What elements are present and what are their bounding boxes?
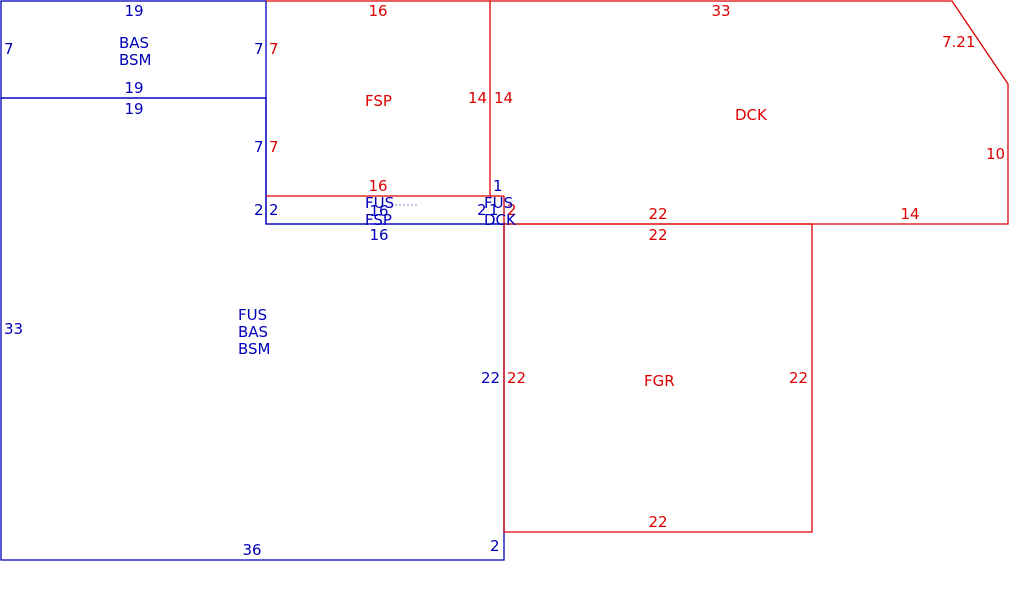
dim-fus-main-left: 33 [4, 320, 23, 338]
dim-fgr-left: 22 [507, 369, 526, 387]
dim-dck-top: 33 [711, 2, 730, 20]
dim-fgr-bottom: 22 [648, 513, 667, 531]
area-dck: DCK [735, 106, 768, 124]
area-fus-bas-bsm-line2: BAS [238, 323, 268, 341]
dim-fus-main-bottom: 36 [242, 541, 261, 559]
dim-fus-main-upper-right: 7 [254, 138, 264, 156]
area-fus-dck-line1: FUS [484, 194, 513, 212]
dim-fsp-top: 16 [368, 2, 387, 20]
area-labels: BAS BSM FSP DCK FUS FSP FUS DCK FUS BAS … [119, 34, 768, 390]
dim-fus-main-top: 19 [124, 100, 143, 118]
dim-fsp-left-upper: 7 [269, 40, 279, 58]
dim-dck-bottom-left: 22 [648, 205, 667, 223]
dim-fus-dck-left: 1 [489, 201, 499, 219]
red-outlines [266, 0, 1009, 533]
dim-fsp-right: 14 [468, 89, 487, 107]
red-dimensions: 16 7 7 14 16 14 33 7.21 10 2 22 14 22 22… [269, 2, 1005, 531]
dim-fgr-right: 22 [789, 369, 808, 387]
area-bas-bsm-top-line2: BSM [119, 51, 152, 69]
dim-dck-left: 14 [494, 89, 513, 107]
dim-fus-main-step-right: 2 [254, 201, 264, 219]
dim-dck-diag: 7.21 [942, 33, 975, 51]
blue-outlines [0, 0, 505, 561]
dim-dck-right: 10 [986, 145, 1005, 163]
area-fgr: FGR [644, 372, 675, 390]
dim-bas-top: 19 [124, 2, 143, 20]
area-fus-fsp-line1: FUS [365, 194, 394, 212]
area-fus-dck-line2: DCK [484, 211, 517, 229]
blue-dimensions: 19 7 7 19 19 7 2 2 16 16 2 1 1 33 22 36 … [4, 2, 503, 559]
dim-fus-fsp-inner: 16 [369, 202, 388, 220]
area-fus-bas-bsm-line1: FUS [238, 306, 267, 324]
dim-fus-fsp-left: 2 [269, 201, 279, 219]
area-fsp: FSP [365, 92, 392, 110]
dim-fus-main-corner: 2 [490, 537, 500, 555]
fsp-outline [266, 0, 491, 197]
fgr-outline [503, 223, 813, 533]
dim-fgr-top: 22 [648, 226, 667, 244]
dim-dck-bottom-right: 14 [900, 205, 919, 223]
area-fus-fsp-line2: FSP [365, 211, 392, 229]
dck-outline [490, 0, 1009, 225]
dim-bas-left: 7 [4, 40, 14, 58]
dim-bas-bottom: 19 [124, 79, 143, 97]
dim-fus-dck-red: 2 [507, 201, 517, 219]
dim-fus-dck-top: 1 [493, 177, 503, 195]
dim-bas-right: 7 [254, 40, 264, 58]
dim-fus-fsp-right: 2 [477, 201, 487, 219]
area-bas-bsm-top-line1: BAS [119, 34, 149, 52]
dim-fsp-bottom: 16 [368, 177, 387, 195]
dim-fsp-left-lower: 7 [269, 138, 279, 156]
dim-fus-fsp-bottom: 16 [369, 226, 388, 244]
dim-fus-main-right: 22 [481, 369, 500, 387]
area-fus-bas-bsm-line3: BSM [238, 340, 271, 358]
